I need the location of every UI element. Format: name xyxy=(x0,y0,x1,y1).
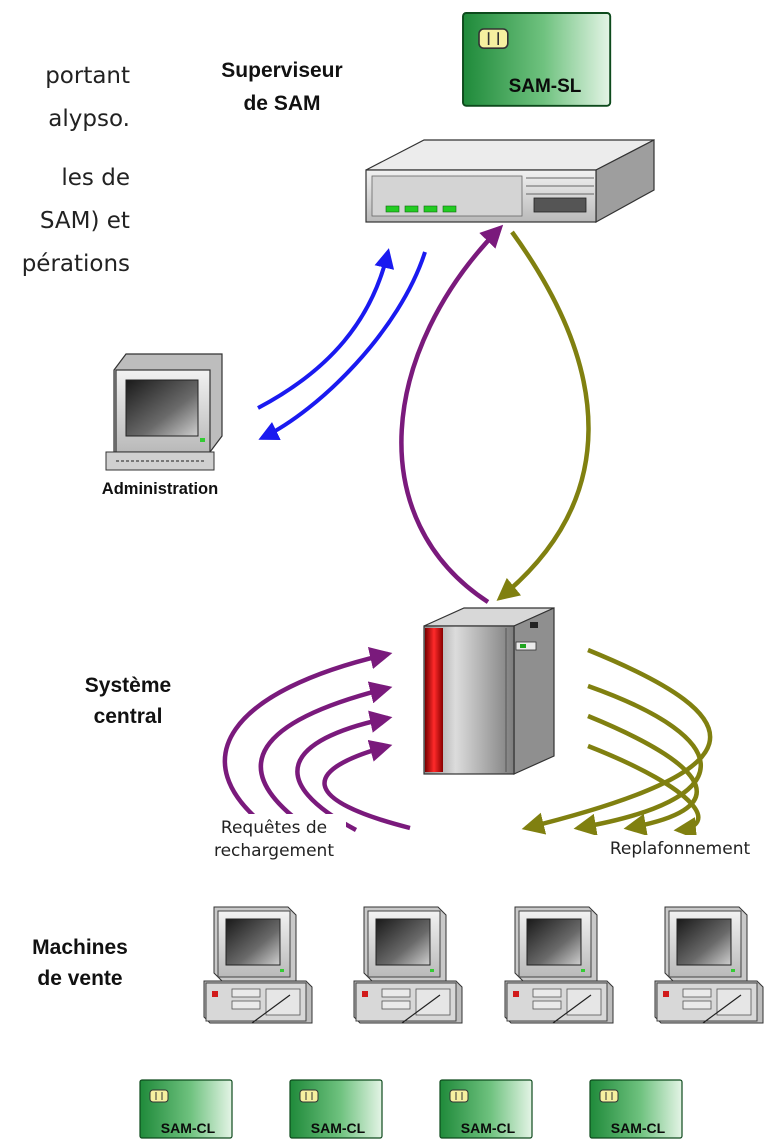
computer-icon xyxy=(504,906,614,1024)
side-text-line: portant xyxy=(45,63,130,89)
requests-label-line1: Requêtes de xyxy=(221,818,327,838)
network-device-icon xyxy=(365,139,655,224)
computer-icon xyxy=(353,906,463,1024)
sam-cl-label-4: SAM-CL xyxy=(611,1120,666,1136)
vending-machine-1 xyxy=(203,906,313,1024)
vending-machine-4 xyxy=(654,906,764,1024)
machines-label-line1: Machines xyxy=(32,936,128,959)
side-text-line: alypso. xyxy=(48,106,130,132)
replafonnement-label-bg xyxy=(590,835,772,861)
request-arrows xyxy=(222,647,411,832)
side-text-line: pérations xyxy=(22,251,130,277)
requests-label-line2: rechargement xyxy=(214,841,334,861)
sam-cl-label-3: SAM-CL xyxy=(461,1120,516,1136)
supervisor-label-line2: de SAM xyxy=(243,92,320,115)
side-text: portant alypso. les de SAM) et pérations xyxy=(22,63,130,277)
side-text-line: SAM) et xyxy=(40,208,130,234)
computer-icon xyxy=(203,906,313,1024)
requests-label-bg xyxy=(198,814,346,860)
replafonnement-label: Replafonnement xyxy=(610,839,751,859)
mainframe-icon xyxy=(423,607,555,775)
sam-cl-label-2: SAM-CL xyxy=(311,1120,366,1136)
supervisor-central-arrows xyxy=(399,224,591,604)
supervisor-label-line1: Superviseur xyxy=(221,59,342,82)
sam-cl-label-1: SAM-CL xyxy=(161,1120,216,1136)
replafonnement-arrows xyxy=(521,647,713,840)
administration-computer-icon xyxy=(105,353,223,471)
side-text-line: les de xyxy=(61,165,130,191)
vending-machine-2 xyxy=(353,906,463,1024)
computer-icon xyxy=(654,906,764,1024)
central-label-line1: Système xyxy=(85,674,171,697)
machines-label-line2: de vente xyxy=(37,967,122,990)
admin-supervisor-arrows xyxy=(257,248,427,441)
vending-machine-3 xyxy=(504,906,614,1024)
central-label-line2: central xyxy=(94,705,163,728)
sam-sl-label: SAM-SL xyxy=(509,76,582,97)
administration-label: Administration xyxy=(102,480,218,498)
